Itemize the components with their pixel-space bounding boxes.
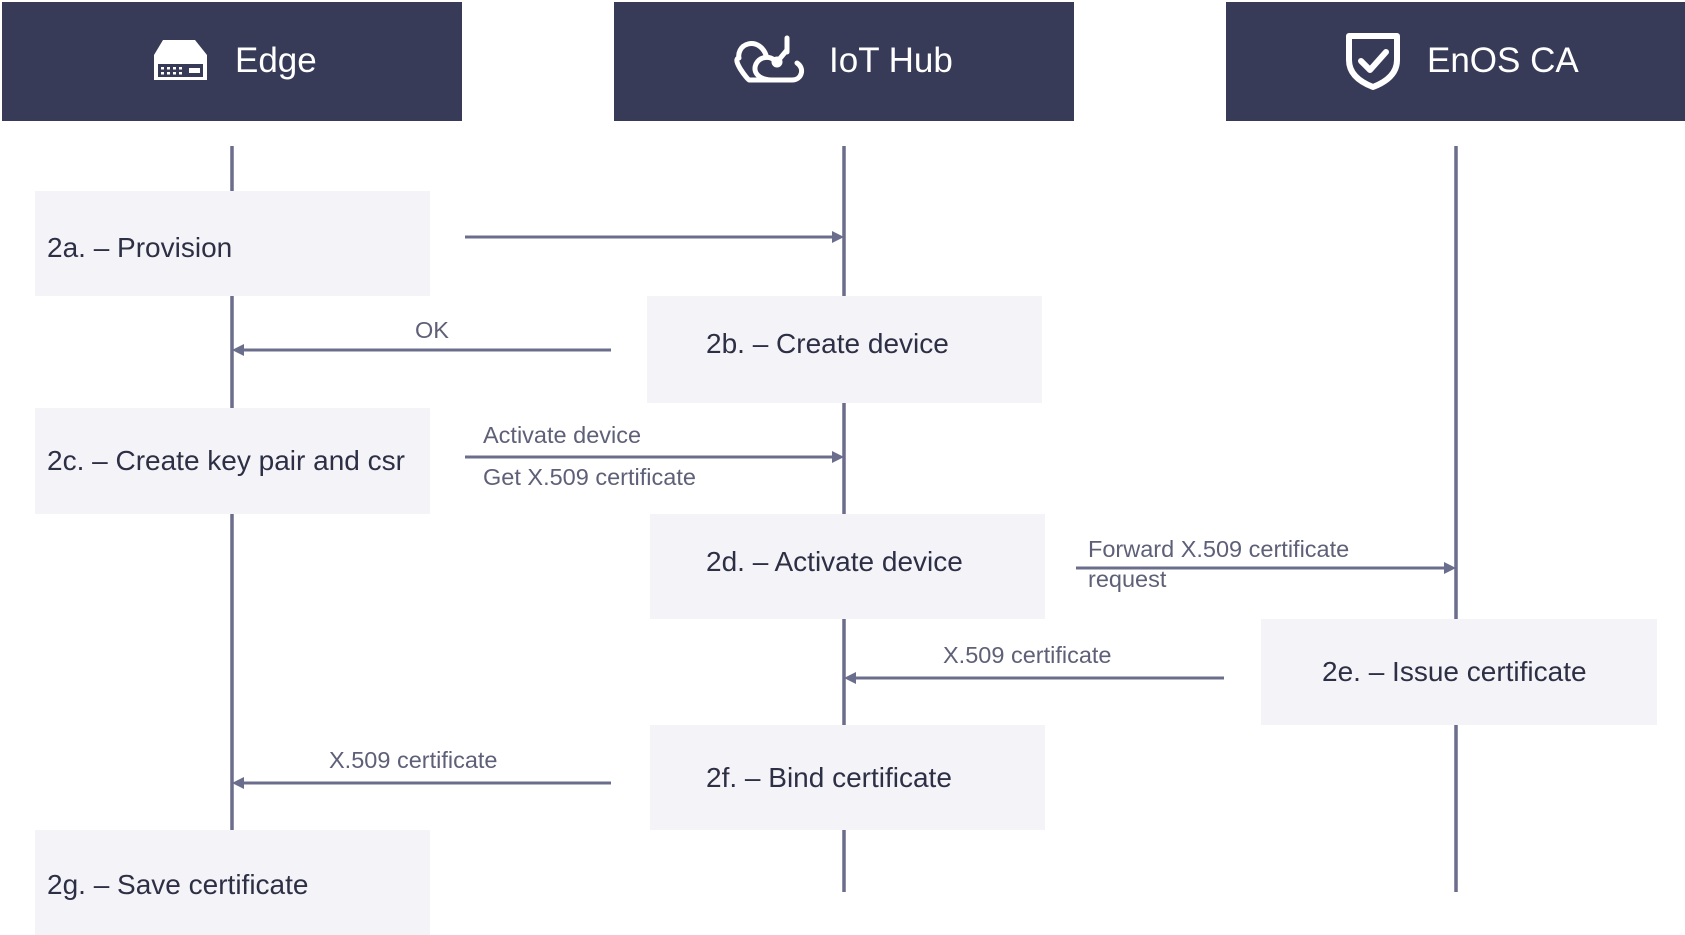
message-certificate-to-hub: X.509 certificate <box>844 642 1224 684</box>
step-2g: 2g. – Save certificate <box>35 830 430 935</box>
step-2d-box <box>650 514 1045 619</box>
step-2f-box <box>650 725 1045 830</box>
step-2c: 2c. – Create key pair and csr <box>35 408 430 514</box>
step-2b-box <box>647 296 1042 403</box>
message-forward-label-line2: request <box>1088 566 1167 592</box>
step-2a: 2a. – Provision <box>35 191 430 296</box>
shield-check-icon <box>1346 33 1400 90</box>
step-2g-label: 2g. – Save certificate <box>47 869 308 900</box>
edge-label: Edge <box>235 41 317 80</box>
step-2b-label: 2b. – Create device <box>706 328 949 359</box>
message-ok-label: OK <box>415 317 449 343</box>
edge-participant: Edge <box>2 2 462 121</box>
enos-ca-header <box>1226 2 1685 121</box>
message-cert-to-edge-label: X.509 certificate <box>329 747 498 773</box>
message-forward-request: Forward X.509 certificate request <box>1076 536 1456 592</box>
message-activate-label-line2: Get X.509 certificate <box>483 464 696 490</box>
message-ok: OK <box>232 317 611 356</box>
iot-hub-header <box>614 2 1074 121</box>
enos-ca-participant: EnOS CA <box>1226 2 1685 121</box>
message-certificate-to-edge: X.509 certificate <box>232 747 611 789</box>
iot-hub-label: IoT Hub <box>829 41 953 80</box>
step-2f: 2f. – Bind certificate <box>650 725 1045 830</box>
step-2e-box <box>1261 619 1657 725</box>
message-forward-label-line1: Forward X.509 certificate <box>1088 536 1349 562</box>
edge-header <box>2 2 462 121</box>
step-2a-label: 2a. – Provision <box>47 232 232 263</box>
step-2g-box <box>35 830 430 935</box>
message-activate-device: Activate device Get X.509 certificate <box>465 422 844 490</box>
step-2e-label: 2e. – Issue certificate <box>1322 656 1587 687</box>
iot-hub-participant: IoT Hub <box>614 2 1074 121</box>
server-icon <box>154 40 207 80</box>
step-2f-label: 2f. – Bind certificate <box>706 762 952 793</box>
message-activate-label-line1: Activate device <box>483 422 641 448</box>
enos-ca-label: EnOS CA <box>1427 41 1579 80</box>
step-2a-box <box>35 191 430 296</box>
cloud-icon <box>734 35 805 83</box>
step-2c-box <box>35 408 430 514</box>
step-2b: 2b. – Create device <box>647 296 1042 403</box>
step-2c-label: 2c. – Create key pair and csr <box>47 445 405 476</box>
step-2d: 2d. – Activate device <box>650 514 1045 619</box>
message-provision-arrow <box>465 231 844 243</box>
message-cert-to-hub-label: X.509 certificate <box>943 642 1112 668</box>
step-2e: 2e. – Issue certificate <box>1261 619 1657 725</box>
step-2d-label: 2d. – Activate device <box>706 546 963 577</box>
